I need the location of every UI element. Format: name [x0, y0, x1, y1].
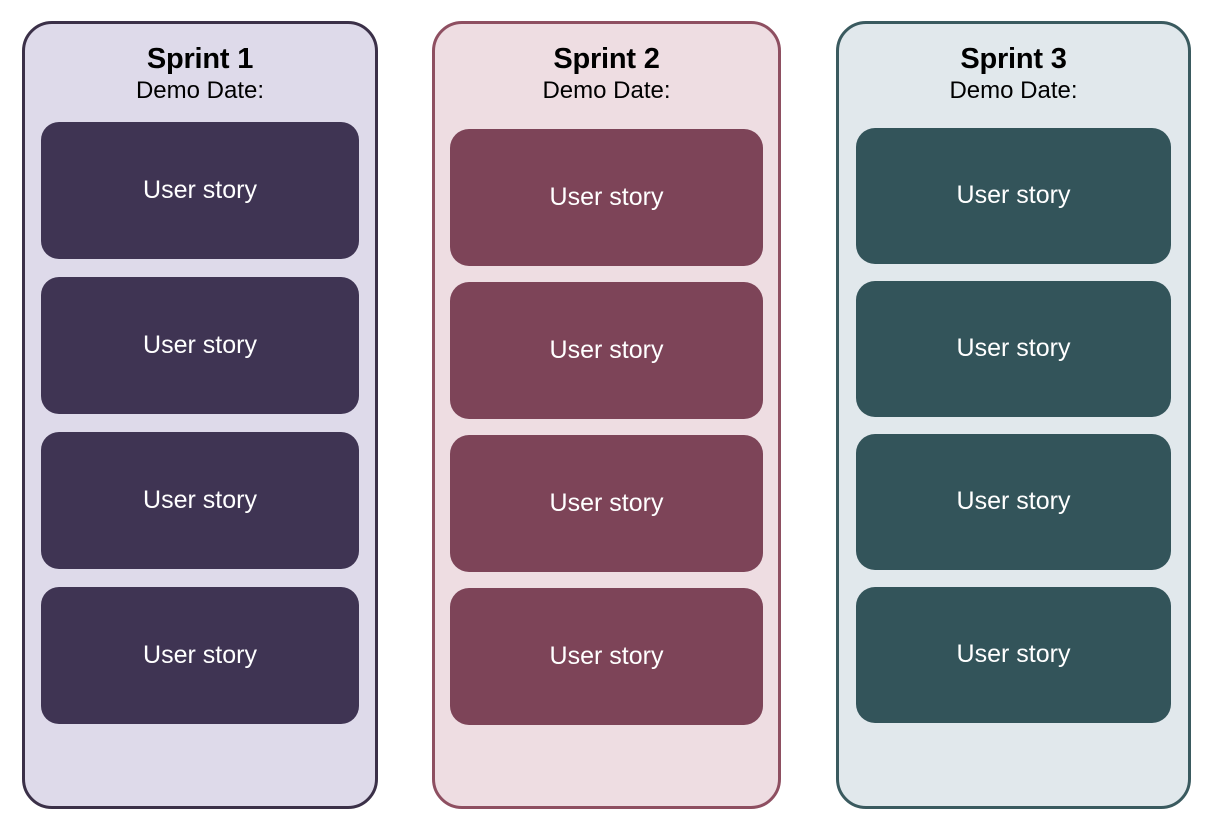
story-card[interactable]: User story	[450, 281, 763, 419]
story-card-label: User story	[143, 485, 257, 514]
sprint-header-1: Sprint 1 Demo Date:	[25, 24, 375, 106]
sprint-header-3: Sprint 3 Demo Date:	[839, 24, 1188, 106]
story-card-label: User story	[143, 175, 257, 204]
story-card-label: User story	[956, 640, 1071, 669]
story-card[interactable]: User story	[856, 127, 1171, 264]
story-card[interactable]: User story	[856, 280, 1171, 417]
story-list-2: User story User story User story User st…	[435, 128, 778, 725]
sprint-demo-date-label: Demo Date:	[542, 77, 671, 105]
story-card-label: User story	[956, 334, 1071, 363]
sprint-title: Sprint 3	[960, 43, 1067, 75]
sprint-header-2: Sprint 2 Demo Date:	[435, 24, 778, 106]
story-card-label: User story	[956, 181, 1071, 210]
story-card[interactable]: User story	[450, 128, 763, 266]
story-card[interactable]: User story	[41, 431, 359, 569]
story-list-3: User story User story User story User st…	[839, 127, 1188, 723]
story-card-label: User story	[549, 488, 664, 517]
story-card[interactable]: User story	[450, 434, 763, 572]
sprint-column-1[interactable]: Sprint 1 Demo Date: User story User stor…	[22, 21, 378, 809]
sprint-title: Sprint 2	[553, 43, 660, 75]
sprint-demo-date-label: Demo Date:	[135, 77, 265, 105]
story-card[interactable]: User story	[450, 587, 763, 725]
sprint-title: Sprint 1	[146, 43, 254, 75]
story-card-label: User story	[549, 335, 664, 364]
story-card[interactable]: User story	[41, 276, 359, 414]
story-card[interactable]: User story	[856, 433, 1171, 570]
sprint-column-2[interactable]: Sprint 2 Demo Date: User story User stor…	[432, 21, 781, 809]
story-card-label: User story	[143, 640, 257, 669]
story-card[interactable]: User story	[856, 586, 1171, 723]
story-card-label: User story	[549, 182, 664, 211]
story-card[interactable]: User story	[41, 586, 359, 724]
story-card-label: User story	[143, 330, 257, 359]
sprint-demo-date-label: Demo Date:	[949, 77, 1078, 105]
story-list-1: User story User story User story User st…	[25, 121, 375, 724]
story-card-label: User story	[956, 487, 1071, 516]
sprint-column-3[interactable]: Sprint 3 Demo Date: User story User stor…	[836, 21, 1191, 809]
story-card[interactable]: User story	[41, 121, 359, 259]
story-card-label: User story	[549, 641, 664, 670]
